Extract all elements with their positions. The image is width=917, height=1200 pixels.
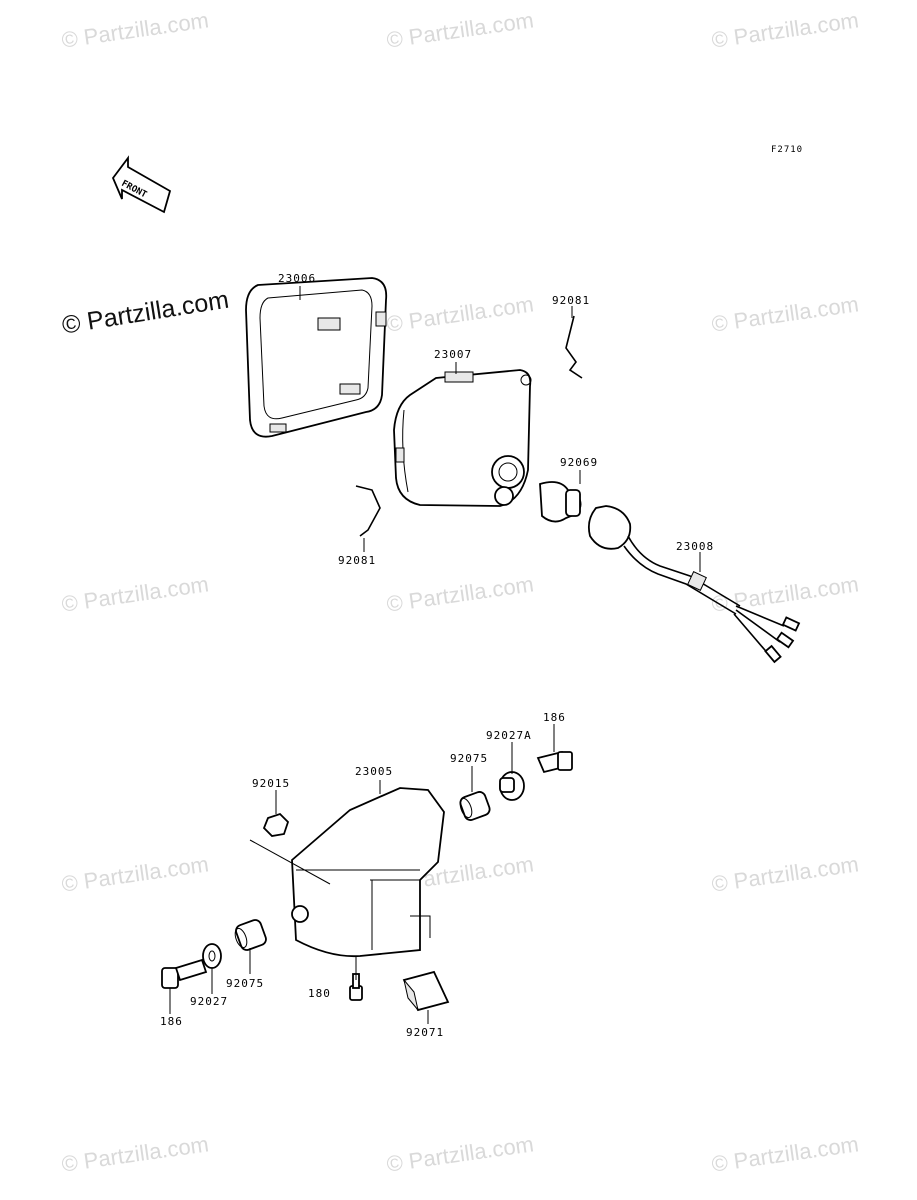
figure-code: F2710: [771, 145, 804, 155]
part-label-92027A: 92027A: [486, 729, 532, 742]
grommet-top: [459, 791, 491, 821]
part-label-92075-bottom: 92075: [226, 977, 265, 990]
grommet-bottom: [234, 919, 267, 951]
part-label-186-bottom: 186: [160, 1015, 183, 1028]
nut: [262, 812, 290, 837]
part-label-23005: 23005: [355, 765, 394, 778]
part-label-186-top: 186: [543, 711, 566, 724]
headlight-rim: [245, 277, 388, 438]
headlight-housing: [393, 369, 532, 507]
part-label-180: 180: [308, 987, 331, 1000]
socket-harness: [587, 505, 801, 664]
front-arrow-icon: FRONT: [111, 155, 172, 214]
clip-top: [565, 315, 583, 379]
washer-top: [499, 771, 525, 801]
bolt-top: [536, 750, 573, 774]
part-label-92081-top: 92081: [552, 294, 591, 307]
bulb: [539, 481, 582, 523]
headlight-cover: [249, 787, 445, 958]
part-label-92075-top: 92075: [450, 752, 489, 765]
bolt-bottom: [161, 958, 208, 989]
part-label-92081-bottom: 92081: [338, 554, 377, 567]
part-label-23007: 23007: [434, 348, 473, 361]
screw: [349, 973, 363, 1001]
clip-bottom: [355, 485, 381, 537]
part-label-23008: 23008: [676, 540, 715, 553]
part-label-92027: 92027: [190, 995, 229, 1008]
leader-lines: [169, 286, 701, 1024]
washer-bottom: [202, 943, 222, 969]
pad: [402, 970, 450, 1012]
part-label-92015: 92015: [252, 777, 291, 790]
part-label-92069: 92069: [560, 456, 599, 469]
part-label-92071: 92071: [406, 1026, 445, 1039]
part-label-23006: 23006: [278, 272, 317, 285]
